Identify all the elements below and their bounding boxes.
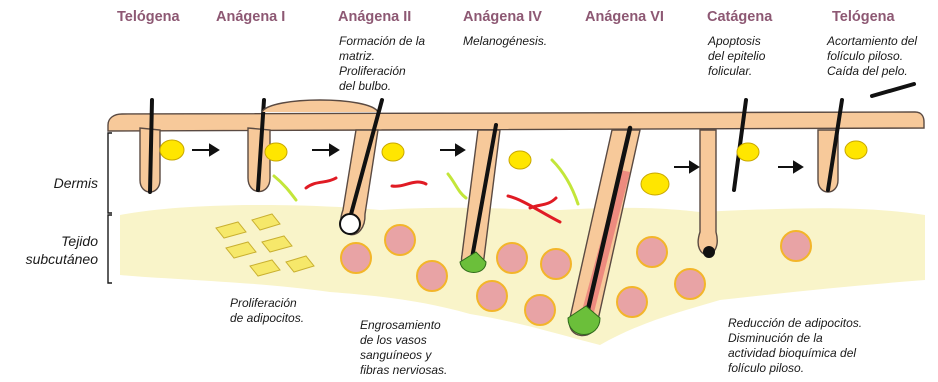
phase-title-anagen-2: Anágena II bbox=[338, 9, 411, 25]
sebaceous-gland-5 bbox=[641, 173, 669, 195]
note-catagen: Apoptosis del epitelio folicular. bbox=[708, 34, 765, 79]
phase-title-telogen-end: Telógena bbox=[832, 9, 895, 25]
note-adipocyte-proliferation: Proliferación de adipocitos. bbox=[230, 296, 304, 326]
note-adipocyte-reduction: Reducción de adipocitos. Disminución de … bbox=[728, 316, 862, 376]
note-telogen-end: Acortamiento del folículo piloso. Caída … bbox=[827, 34, 917, 79]
phase-title-anagen-6: Anágena VI bbox=[585, 9, 664, 25]
hair-shaft-1 bbox=[150, 100, 152, 192]
arch-2 bbox=[262, 100, 378, 112]
label-dermis: Dermis bbox=[28, 174, 98, 192]
club-6 bbox=[703, 246, 715, 258]
phase-title-catagen: Catágena bbox=[707, 9, 772, 25]
phase-title-anagen-1: Anágena I bbox=[216, 9, 285, 25]
dermis-bracket bbox=[108, 133, 112, 213]
sebaceous-gland-4 bbox=[509, 151, 531, 169]
sebaceous-gland-7 bbox=[845, 141, 867, 159]
sebaceous-gland-3 bbox=[382, 143, 404, 161]
note-anagen-4: Melanogénesis. bbox=[463, 34, 547, 49]
dermal-papilla-3 bbox=[340, 214, 360, 234]
note-vascular-thickening: Engrosamiento de los vasos sanguíneos y … bbox=[360, 318, 447, 378]
label-subcutaneous: Tejido subcutáneo bbox=[8, 232, 98, 268]
subcutaneous-bracket bbox=[108, 215, 112, 283]
sebaceous-gland-1 bbox=[160, 140, 184, 160]
phase-title-anagen-4: Anágena IV bbox=[463, 9, 542, 25]
sebaceous-gland-2 bbox=[265, 143, 287, 161]
phase-title-telogen-start: Telógena bbox=[117, 9, 180, 25]
follicle-6 bbox=[698, 130, 717, 255]
sebaceous-gland-6 bbox=[737, 143, 759, 161]
note-anagen-2: Formación de la matriz. Proliferación de… bbox=[339, 34, 425, 94]
falling-hair-7 bbox=[872, 84, 914, 96]
epidermis bbox=[108, 112, 924, 131]
